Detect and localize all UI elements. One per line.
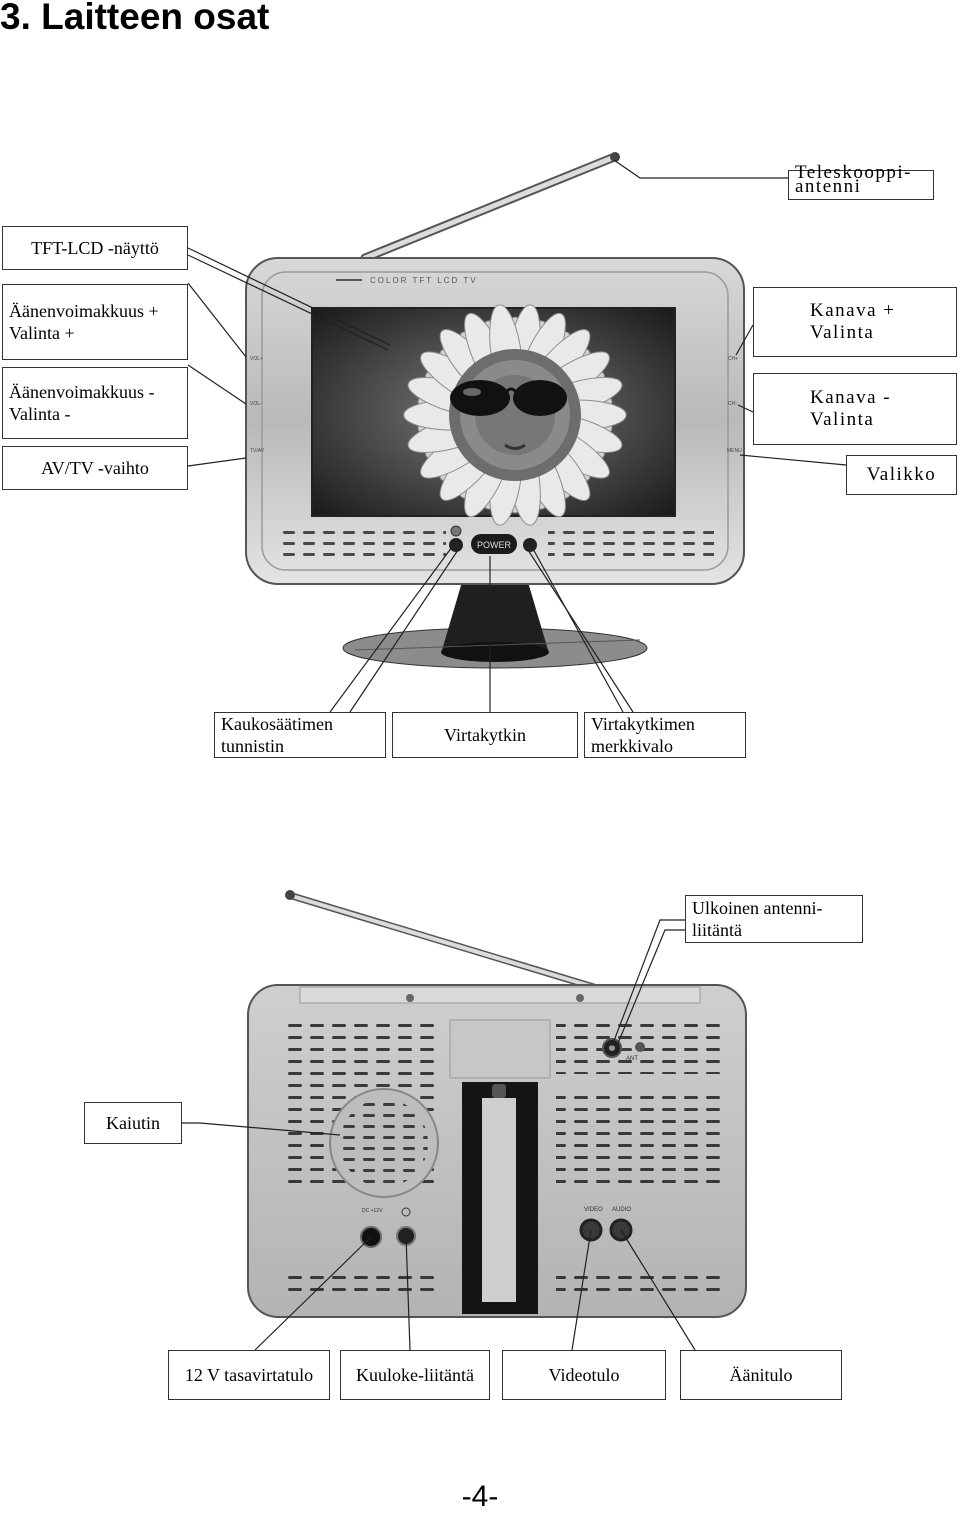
vent-right — [556, 1090, 724, 1192]
telescopic-antenna-front — [360, 152, 620, 263]
side-label-ch-down: CH- — [728, 401, 737, 407]
label-remote-sensor: Kaukosäätimen tunnistin — [214, 712, 386, 758]
label-audio-in: Äänitulo — [680, 1350, 842, 1400]
remote-sensor-icon — [449, 538, 463, 552]
side-label-vol-up: VOL+ — [250, 356, 263, 362]
front-leader-lines — [187, 159, 847, 713]
label-volume-down: Äänenvoimakkuus - Valinta - — [2, 367, 188, 439]
video-label: VIDEO — [584, 1207, 603, 1213]
audio-label: AUDIO — [612, 1207, 631, 1213]
side-label-vol-down: VOL- — [250, 401, 262, 407]
label-power-indicator: Virtakytkimen merkkivalo — [584, 712, 746, 758]
power-button[interactable] — [471, 534, 517, 554]
power-indicator-icon — [523, 538, 537, 552]
back-leader-lines — [180, 919, 696, 1351]
page-title: 3. Laitteen osat — [0, 0, 270, 37]
side-label-ch-up: CH+ — [728, 356, 738, 362]
speaker-grille-right — [548, 528, 714, 558]
tv-stand — [342, 582, 648, 669]
label-channel-up: Kanava + Valinta — [753, 287, 957, 357]
label-dc-input: 12 V tasavirtatulo — [168, 1350, 330, 1400]
power-button-label: POWER — [477, 540, 512, 550]
label-menu: Valikko — [846, 455, 957, 495]
page-number: -4- — [461, 1480, 499, 1513]
label-channel-down: Kanava - Valinta — [753, 373, 957, 445]
label-telescope-antenna: Teleskooppi- antenni — [788, 163, 934, 200]
label-av-tv: AV/TV -vaihto — [2, 446, 188, 490]
ant-label: ANT — [626, 1056, 638, 1062]
label-external-antenna: Ulkoinen antenni- liitäntä — [685, 895, 863, 943]
tft-lcd-screen — [311, 304, 676, 526]
label-speaker: Kaiutin — [84, 1102, 182, 1144]
label-power-switch: Virtakytkin — [392, 712, 578, 758]
brand-text: COLOR TFT LCD TV — [370, 276, 478, 285]
telescopic-antenna-back — [285, 890, 634, 1002]
label-volume-up: Äänenvoimakkuus + Valinta + — [2, 284, 188, 360]
label-video-in: Videotulo — [502, 1350, 666, 1400]
label-tft-lcd: TFT-LCD -näyttö — [2, 226, 188, 270]
side-label-menu: MENU — [727, 448, 742, 454]
speaker-grille-left — [278, 528, 446, 558]
dc-label: DC +12V — [362, 1208, 383, 1214]
speaker-icon — [329, 1088, 439, 1198]
side-label-tv-av: TV/AV — [250, 448, 265, 454]
label-headphone: Kuuloke-liitäntä — [340, 1350, 490, 1400]
